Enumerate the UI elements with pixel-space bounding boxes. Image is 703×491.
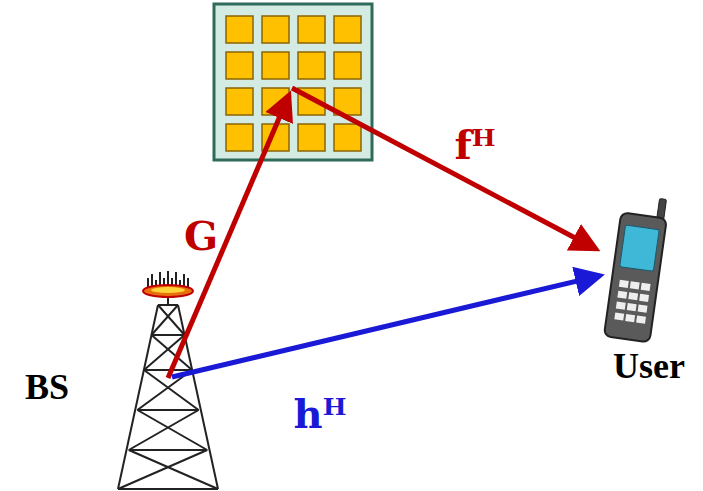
ris-link xyxy=(168,95,289,378)
channel-label: hᴴ xyxy=(294,392,347,436)
channel-label: G xyxy=(184,214,218,258)
antenna-array xyxy=(143,271,193,297)
user-terminal: User xyxy=(600,195,698,400)
tower-icon xyxy=(118,294,218,489)
direct-link xyxy=(172,276,600,377)
ris-panel xyxy=(214,4,372,160)
phone-icon xyxy=(604,193,670,342)
node-label: BS xyxy=(25,368,69,408)
base-station: BS xyxy=(20,280,172,485)
node-label: User xyxy=(600,347,698,387)
ris-link xyxy=(292,88,596,249)
channel-label: fᴴ xyxy=(454,123,495,167)
